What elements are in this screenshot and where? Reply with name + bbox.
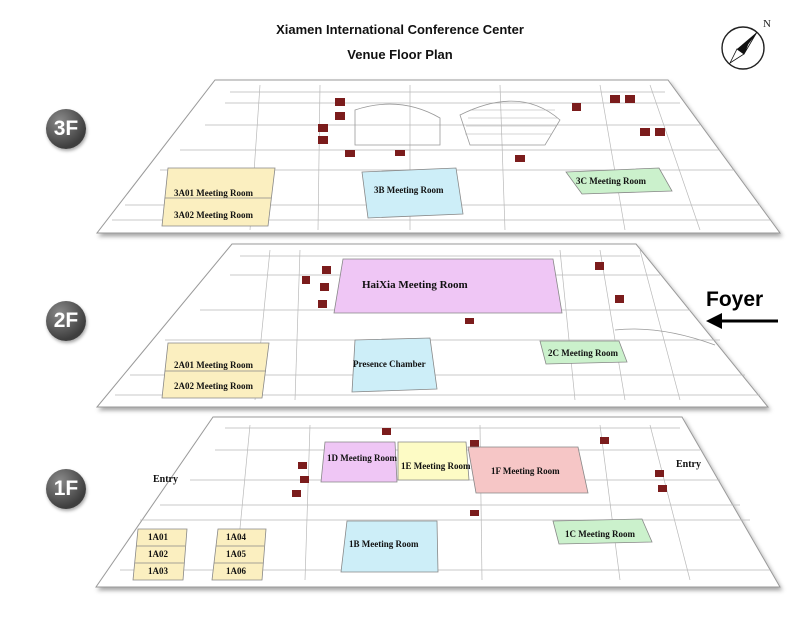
compass-icon — [721, 26, 765, 70]
room-3c[interactable]: 3C Meeting Room — [576, 176, 646, 186]
foyer-arrow-icon — [706, 313, 778, 329]
room-3a01[interactable]: 3A01 Meeting Room — [174, 188, 253, 198]
floor-plate-3f — [95, 79, 781, 234]
room-1f[interactable]: 1F Meeting Room — [491, 466, 560, 476]
venue-title: Xiamen International Conference Center — [276, 22, 524, 37]
room-1a03[interactable]: 1A03 — [148, 566, 168, 576]
room-1d[interactable]: 1D Meeting Room — [327, 453, 397, 463]
floor-plate-2f — [95, 243, 770, 408]
room-haixia[interactable]: HaiXia Meeting Room — [362, 279, 468, 291]
room-2a01[interactable]: 2A01 Meeting Room — [174, 360, 253, 370]
room-3a02[interactable]: 3A02 Meeting Room — [174, 210, 253, 220]
floor-badge-2f[interactable]: 2F — [46, 301, 86, 341]
room-1a04[interactable]: 1A04 — [226, 532, 246, 542]
room-1a02[interactable]: 1A02 — [148, 549, 168, 559]
venue-subtitle: Venue Floor Plan — [347, 47, 453, 62]
compass-north-label: N — [763, 18, 771, 30]
room-1e[interactable]: 1E Meeting Room — [401, 461, 471, 471]
room-1a05[interactable]: 1A05 — [226, 549, 246, 559]
room-1b[interactable]: 1B Meeting Room — [349, 539, 419, 549]
room-1c[interactable]: 1C Meeting Room — [565, 529, 635, 539]
floor-badge-1f[interactable]: 1F — [46, 469, 86, 509]
entry-east-label: Entry — [676, 459, 701, 470]
floor-plate-1f — [95, 416, 781, 588]
room-2c[interactable]: 2C Meeting Room — [548, 348, 618, 358]
room-presence-chamber[interactable]: Presence Chamber — [353, 359, 426, 369]
floor-badge-3f[interactable]: 3F — [46, 109, 86, 149]
room-3b[interactable]: 3B Meeting Room — [374, 185, 444, 195]
foyer-label: Foyer — [706, 288, 764, 311]
room-2a02[interactable]: 2A02 Meeting Room — [174, 381, 253, 391]
room-1a06[interactable]: 1A06 — [226, 566, 246, 576]
room-1a01[interactable]: 1A01 — [148, 532, 168, 542]
entry-west-label: Entry — [153, 474, 178, 485]
